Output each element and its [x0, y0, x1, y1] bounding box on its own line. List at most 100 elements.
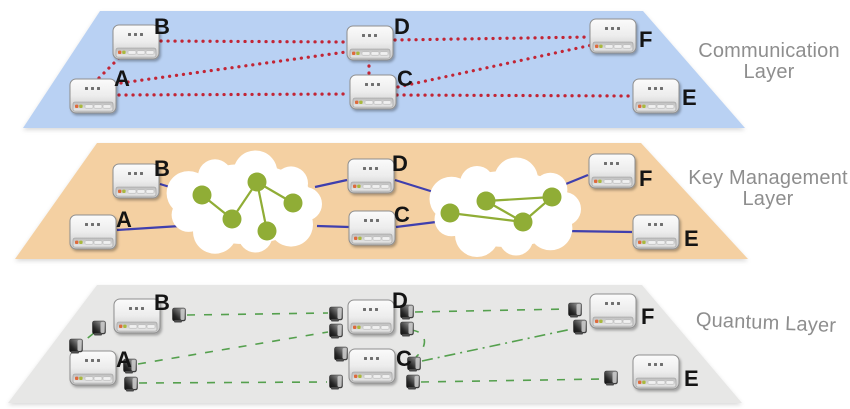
router-face-dot	[611, 302, 614, 305]
quantum-device-F	[568, 302, 582, 318]
router-led	[75, 104, 79, 108]
quantum-layer-node-label-E: E	[684, 366, 699, 391]
quantum-device-C	[334, 346, 348, 362]
kd-node	[192, 185, 212, 205]
router-face-dot	[616, 162, 619, 165]
key-management-layer-link-C-cloud2	[395, 220, 437, 229]
quantum-device-back	[337, 308, 342, 319]
quantum-device-base	[331, 319, 339, 322]
quantum-device-base	[125, 371, 133, 374]
quantum-device-back	[132, 378, 137, 389]
router-face-dot	[375, 167, 378, 170]
quantum-device-back	[576, 304, 581, 315]
cloud-body	[438, 171, 574, 247]
router-led	[642, 104, 646, 108]
key-management-layer-node-label-E: E	[684, 226, 699, 251]
router-led	[118, 50, 122, 54]
quantum-device-D	[400, 304, 414, 320]
router-face-dot	[370, 357, 373, 360]
router-face-dot	[604, 162, 607, 165]
router-led	[122, 189, 126, 193]
quantum-device-back	[408, 323, 413, 334]
router-slot	[372, 236, 382, 241]
router-face-dot	[129, 307, 132, 310]
router-led	[638, 380, 642, 384]
router-face-dot	[369, 167, 372, 170]
router-slot	[127, 189, 137, 194]
quantum-layer-router-C	[348, 348, 396, 384]
kd-node	[513, 212, 533, 232]
router-face-dot	[374, 34, 377, 37]
quantum-device-D	[329, 323, 343, 339]
router-face-dot	[363, 308, 366, 311]
router-slot	[665, 104, 675, 109]
key-distribution-cloud-2	[429, 157, 581, 257]
quantum-device-A	[124, 376, 138, 392]
router-face-dot	[134, 33, 137, 36]
quantum-device-B	[172, 307, 186, 323]
communication-layer-link-C-F	[396, 43, 594, 89]
kd-node	[476, 191, 496, 211]
quantum-layer-link-A-C	[138, 381, 328, 384]
router-led	[353, 325, 357, 329]
router-slot	[665, 240, 675, 245]
router-slot	[372, 374, 382, 379]
router-slot	[647, 380, 657, 385]
quantum-device-C	[406, 374, 420, 390]
communication-layer-link-C-E	[395, 93, 634, 98]
communication-layer-link-B-D	[159, 39, 348, 44]
kd-node	[440, 203, 460, 223]
key-management-layer-router-E	[632, 214, 680, 250]
router-slot	[93, 104, 103, 109]
quantum-device-base	[408, 387, 416, 390]
router-led	[79, 376, 83, 380]
communication-layer-router-A	[69, 78, 117, 114]
key-management-layer-node-label-D: D	[392, 151, 408, 176]
kd-node	[542, 187, 562, 207]
quantum-layer-router-D	[347, 299, 395, 335]
router-led	[595, 44, 599, 48]
router-led	[359, 100, 363, 104]
router-face-dot	[648, 363, 651, 366]
quantum-device-base	[606, 383, 614, 386]
quantum-device-back	[415, 358, 420, 369]
router-face-dot	[141, 307, 144, 310]
quantum-device-back	[342, 348, 347, 359]
quantum-device-base	[575, 332, 583, 335]
router-slot	[370, 51, 380, 56]
router-slot	[371, 325, 381, 330]
quantum-device-A	[123, 358, 137, 374]
quantum-layer-link-D-F	[414, 308, 568, 313]
router-slot	[613, 319, 623, 324]
router-slot	[612, 179, 622, 184]
key-management-layer-link-cloud1-D	[314, 178, 348, 189]
router-slot	[102, 376, 112, 381]
router-face-dot	[85, 87, 88, 90]
communication-layer-router-F	[589, 18, 637, 54]
router-face-dot	[648, 87, 651, 90]
kd-node	[257, 221, 277, 241]
router-slot	[102, 104, 112, 109]
quantum-device-base	[570, 315, 578, 318]
quantum-device-back	[131, 360, 136, 371]
communication-layer-link-D-F	[393, 35, 592, 42]
router-led	[79, 240, 83, 244]
router-led	[598, 179, 602, 183]
quantum-layer-link-A-D	[137, 331, 329, 365]
router-led	[358, 374, 362, 378]
key-management-layer-title: Key Management Layer	[663, 168, 850, 210]
quantum-device-back	[77, 340, 82, 351]
router-face-dot	[85, 359, 88, 362]
router-face-dot	[363, 167, 366, 170]
router-face-dot	[660, 87, 663, 90]
router-slot	[136, 189, 146, 194]
quantum-device-base	[402, 317, 410, 320]
quantum-layer-router-B	[113, 298, 161, 334]
router-led	[122, 50, 126, 54]
kd-node-link	[449, 211, 524, 224]
router-face-dot	[376, 219, 379, 222]
key-management-layer-router-D	[347, 158, 395, 194]
router-face-dot	[140, 33, 143, 36]
communication-layer-node-label-F: F	[639, 27, 652, 52]
router-led	[353, 184, 357, 188]
